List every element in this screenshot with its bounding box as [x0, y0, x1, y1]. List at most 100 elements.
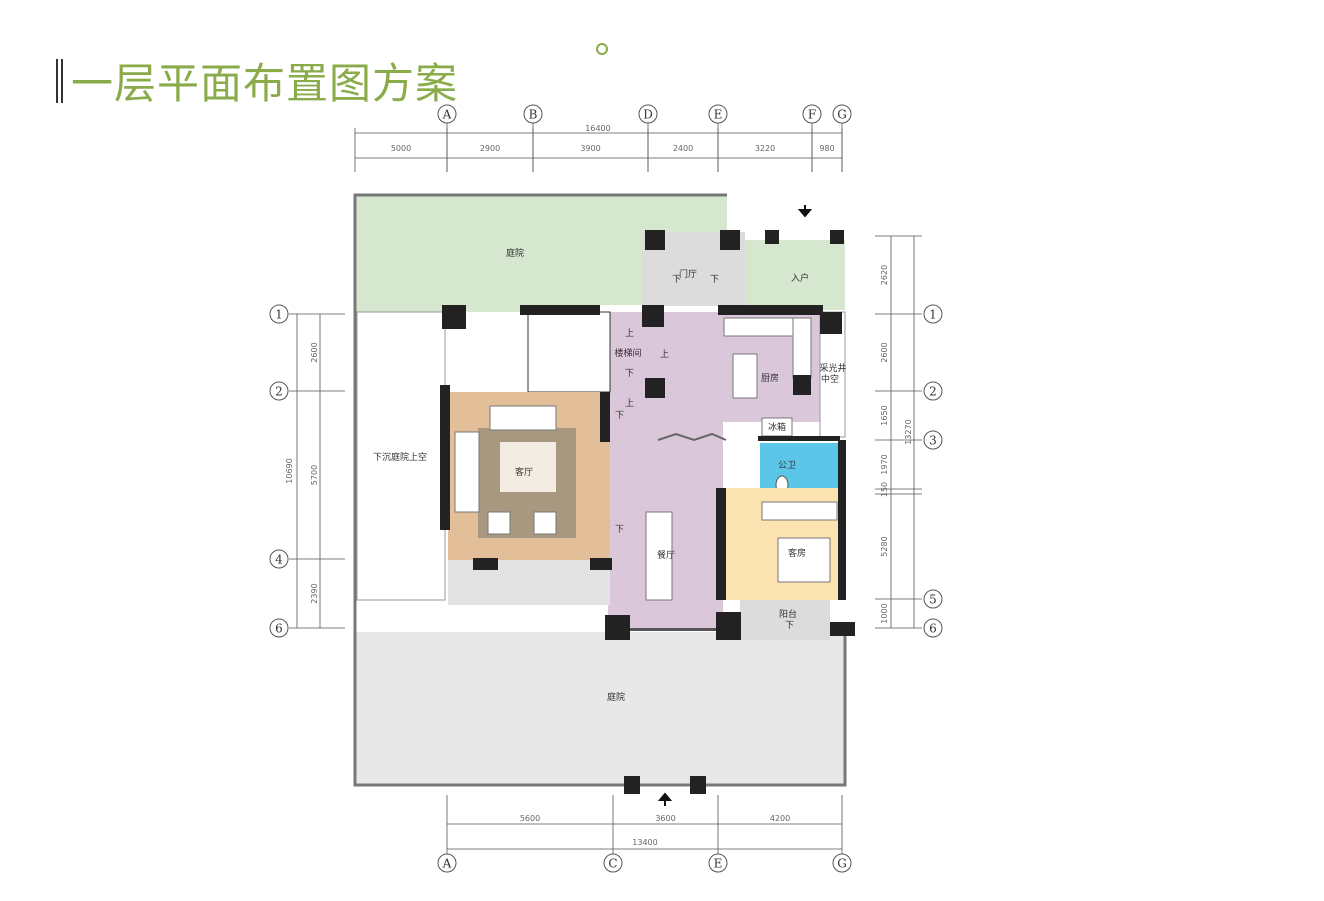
- label-lightwell: 采光井: [819, 362, 846, 374]
- balcony: [740, 600, 830, 640]
- label-living: 客厅: [515, 466, 533, 478]
- label-dining: 餐厅: [657, 549, 675, 561]
- dim-right-segment: 2620: [880, 265, 889, 285]
- dim-left-total: 10690: [285, 458, 294, 483]
- stair-up-mark: 上: [660, 349, 669, 360]
- axis-bubble: [923, 381, 943, 401]
- south-courtyard: [355, 632, 845, 785]
- north-courtyard: [355, 195, 727, 390]
- label-kitchen: 厨房: [761, 372, 779, 384]
- dim-right-segment: 150: [880, 482, 889, 497]
- terrace: [448, 560, 610, 605]
- dim-left-segment: 5700: [310, 465, 319, 485]
- label-wc: 公卫: [778, 460, 796, 471]
- axis-bubble: [923, 304, 943, 324]
- stairwell: [527, 311, 611, 393]
- dim-bottom-total: 13400: [632, 838, 657, 847]
- page-title: 一层平面布置图方案: [56, 50, 458, 111]
- dining-table: [645, 511, 673, 601]
- axis-bubble: [923, 618, 943, 638]
- dim-top-segment: 980: [819, 144, 834, 153]
- sofa: [489, 405, 557, 431]
- zigzag-mark: [657, 432, 727, 442]
- axis-bubble: [832, 853, 852, 873]
- axis-right-2: 2: [929, 385, 937, 399]
- dim-right-segment: 5280: [880, 536, 889, 556]
- armchair: [533, 511, 557, 535]
- axis-bubble: [269, 549, 289, 569]
- axis-bubble: [269, 381, 289, 401]
- dim-right-segment: 1650: [880, 405, 889, 425]
- title-bar-icon: [56, 58, 63, 103]
- stair-down-mark: 下: [625, 369, 634, 379]
- label-north-courtyard: 庭院: [506, 247, 524, 259]
- label-entry: 入户: [791, 272, 809, 284]
- axis-bubble: [437, 104, 457, 124]
- dim-top-segment: 2400: [673, 144, 693, 153]
- axis-bubble: [523, 104, 543, 124]
- entry-arrow-icon: [797, 205, 813, 218]
- site-boundary: [353, 193, 847, 787]
- axis-bubble: [437, 853, 457, 873]
- label-guest: 客房: [788, 547, 806, 559]
- axis-bottom-C: C: [608, 857, 617, 871]
- stair-down-mark: 下: [710, 275, 719, 285]
- dim-right-total: 13270: [904, 419, 913, 444]
- dim-top-segment: 3900: [580, 144, 600, 153]
- axis-top-E: E: [714, 108, 723, 122]
- axis-top-F: F: [808, 108, 816, 122]
- dim-right-segment: 2600: [880, 342, 889, 362]
- armchair: [487, 511, 511, 535]
- label-south-courtyard: 庭院: [607, 691, 625, 703]
- kitchen-counter: [723, 317, 795, 337]
- label-fridge: 冰箱: [768, 421, 786, 433]
- axis-left-1: 1: [275, 308, 283, 322]
- stair-down-mark: 下: [785, 621, 794, 631]
- label-balcony: 阳台: [779, 608, 797, 620]
- axis-bottom-A: A: [442, 857, 452, 871]
- axis-left-6: 6: [275, 622, 283, 636]
- dim-top-segment: 3220: [755, 144, 775, 153]
- wardrobe: [761, 501, 838, 521]
- dim-left-segment: 2390: [310, 583, 319, 603]
- sofa: [454, 431, 480, 513]
- dim-right-segment: 1000: [880, 603, 889, 623]
- axis-top-D: D: [643, 108, 653, 122]
- label-foyer: 门厅: [679, 268, 697, 280]
- title-text: 一层平面布置图方案: [71, 59, 459, 108]
- axis-bubble: [269, 618, 289, 638]
- axis-bubble: [708, 104, 728, 124]
- axis-bubble: [638, 104, 658, 124]
- axis-bottom-G: G: [837, 857, 847, 871]
- axis-right-5: 5: [929, 593, 937, 607]
- axis-left-4: 4: [275, 553, 283, 567]
- stair-down-mark: 下: [615, 525, 624, 535]
- axis-bubble: [708, 853, 728, 873]
- axis-left-2: 2: [275, 385, 283, 399]
- bed: [777, 537, 831, 583]
- stair-up-mark: 上: [625, 328, 634, 339]
- axis-bubble: [923, 589, 943, 609]
- axis-bubble: [603, 853, 623, 873]
- axis-right-3: 3: [929, 434, 937, 448]
- entry-area: [745, 240, 845, 310]
- dim-bottom-segment: 4200: [770, 814, 790, 823]
- circle-mark-icon: [596, 43, 608, 55]
- dim-top-segment: 5000: [391, 144, 411, 153]
- dim-bottom-segment: 3600: [655, 814, 675, 823]
- axis-top-A: A: [442, 108, 452, 122]
- kitchen-island: [732, 353, 758, 399]
- axis-right-1: 1: [929, 308, 937, 322]
- axis-bottom-E: E: [714, 857, 723, 871]
- axis-bubble: [269, 304, 289, 324]
- dim-left-segment: 2600: [310, 342, 319, 362]
- kitchen-counter: [792, 317, 812, 379]
- stair-down-mark: 下: [672, 275, 681, 285]
- axis-bubble: [802, 104, 822, 124]
- coffee-table: [500, 442, 556, 492]
- walls: [440, 230, 855, 794]
- axis-top-B: B: [529, 108, 538, 122]
- dim-top-total: 16400: [585, 124, 610, 133]
